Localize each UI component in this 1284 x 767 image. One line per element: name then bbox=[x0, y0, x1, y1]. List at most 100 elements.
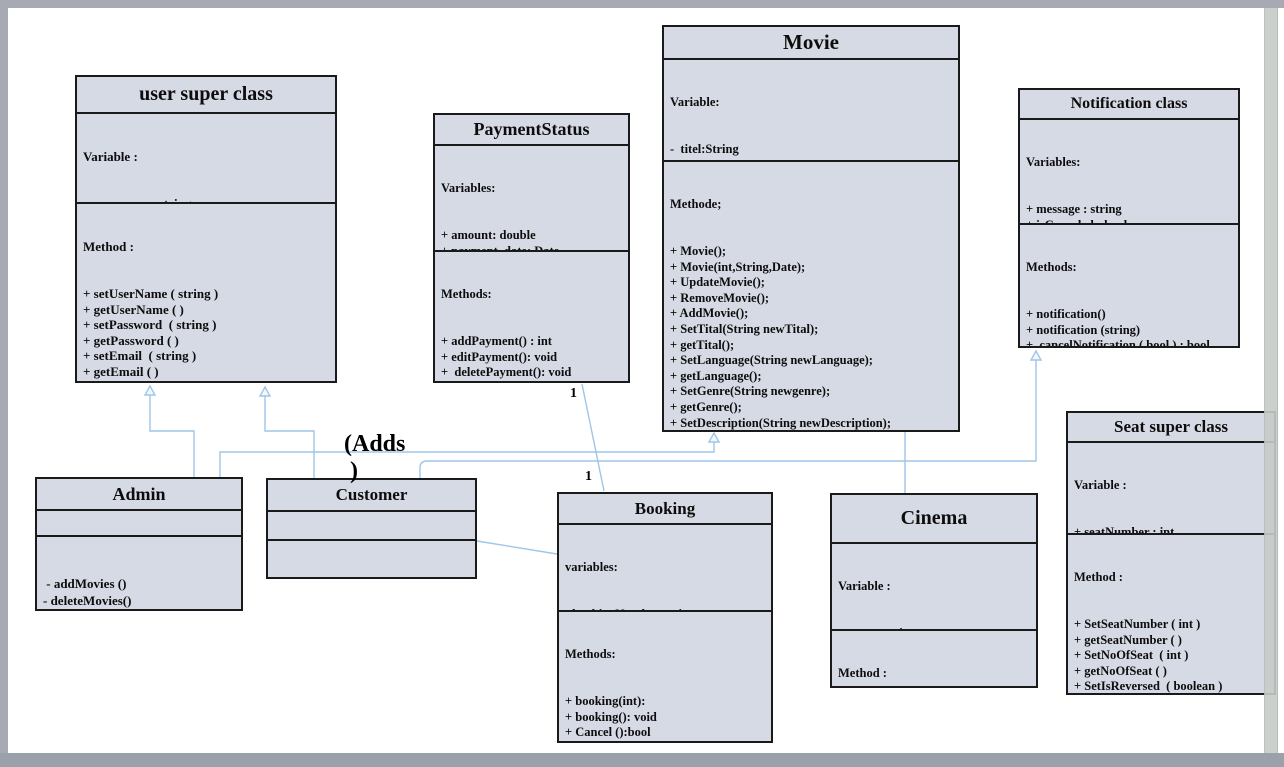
inheritance-arrow-icon bbox=[258, 385, 272, 397]
class-box-cinema[interactable]: Cinema Variable : + name: string+ totalC… bbox=[830, 493, 1038, 688]
member-row: + Movie(int,String,Date); bbox=[670, 259, 806, 274]
member-row: + seatNumber : int bbox=[1074, 524, 1175, 533]
methods-section: +booking() bbox=[268, 539, 475, 577]
methods-section: Methods: + notification()+ notification … bbox=[1020, 223, 1238, 346]
member-row: + getPassword ( ) bbox=[83, 332, 179, 348]
vertical-scrollbar[interactable] bbox=[1264, 8, 1278, 753]
class-box-movie[interactable]: Movie Variable: - titel:String- language… bbox=[662, 25, 960, 432]
arrow-icon bbox=[1029, 349, 1043, 361]
member-row: + AddMovie(); bbox=[670, 306, 749, 321]
methods-section: Method : bbox=[832, 629, 1036, 686]
association-admin-adds-movie[interactable] bbox=[219, 431, 721, 477]
member-row: + SetTital(String newTital); bbox=[670, 321, 819, 336]
member-row: - username : string bbox=[83, 196, 329, 202]
class-title: Booking bbox=[559, 494, 771, 525]
member-row: + notification() bbox=[1026, 306, 1106, 321]
connector-line bbox=[149, 395, 195, 477]
member-row: + booking(): void bbox=[565, 709, 657, 724]
member-row: + notification (string) bbox=[1026, 322, 1141, 337]
member-row: + SetNoOfSeat ( int ) bbox=[1074, 648, 1189, 663]
member-row: + editPayment(): void bbox=[441, 349, 558, 364]
class-box-user-super-class[interactable]: user super class Variable : - username :… bbox=[75, 75, 337, 383]
member-row: + payment_date: Date bbox=[441, 244, 622, 250]
adds-label-line2: ) bbox=[350, 458, 358, 484]
inheritance-customer-to-user-super-class[interactable] bbox=[258, 385, 315, 478]
member-row: + getGenre(); bbox=[670, 399, 742, 414]
connector-line bbox=[581, 383, 605, 492]
member-row: - titel:String bbox=[670, 141, 739, 156]
class-title: Admin bbox=[37, 479, 241, 511]
member-row: + RemoveMovie(); bbox=[670, 290, 770, 305]
member-row: + cancelNotification ( bool ) : bool bbox=[1026, 338, 1210, 346]
class-box-seat-super-class[interactable]: Seat super class Variable : + seatNumber… bbox=[1066, 411, 1276, 695]
methods-section: Method : + SetSeatNumber ( int )+ getSea… bbox=[1068, 533, 1274, 693]
class-box-customer[interactable]: Customer +booking() bbox=[266, 478, 477, 579]
member-row: + Cancel ():bool bbox=[565, 725, 651, 740]
section-header: Variable: bbox=[670, 95, 720, 110]
member-row: + Movie(); bbox=[670, 243, 727, 258]
class-title: Seat super class bbox=[1068, 413, 1274, 443]
member-row: - addMovies () bbox=[43, 576, 127, 591]
member-row: + SetDescription(String newDescription); bbox=[670, 415, 891, 430]
member-row: + name: string bbox=[838, 626, 1030, 629]
member-row: + UpdateMovie(); bbox=[670, 275, 765, 290]
member-row: + getLanguage(); bbox=[670, 368, 762, 383]
class-title: Movie bbox=[664, 27, 958, 60]
member-row: + getTital(); bbox=[670, 337, 735, 352]
member-row: + getNoOfSeat ( ) bbox=[1074, 663, 1167, 678]
member-row: + SetIsReversed ( boolean ) bbox=[1074, 679, 1223, 693]
section-header: Method : bbox=[83, 239, 134, 255]
member-row: + SetSeatNumber ( int ) bbox=[1074, 616, 1201, 631]
methods-section: Methode; + Movie();+ Movie(int,String,Da… bbox=[664, 160, 958, 430]
class-box-notification[interactable]: Notification class Variables: + message … bbox=[1018, 88, 1240, 348]
section-header: Variables: bbox=[1026, 155, 1081, 170]
section-header: Methods: bbox=[565, 647, 616, 662]
member-row: + SetLanguage(String newLanguage); bbox=[670, 353, 873, 368]
member-row: - bookingNumber:string bbox=[565, 607, 765, 610]
member-row: + setPhoneNumber ( int ) bbox=[83, 380, 329, 381]
section-header: Methode; bbox=[670, 197, 722, 212]
attributes-section: variables: - bookingNumber:string+ numbe… bbox=[559, 525, 771, 610]
member-row: + setEmail ( string ) bbox=[83, 348, 197, 364]
inheritance-admin-to-user-super-class[interactable] bbox=[143, 384, 195, 477]
member-row: + message : string bbox=[1026, 201, 1122, 216]
section-header: Variable : bbox=[838, 579, 891, 594]
arrow-icon bbox=[707, 431, 721, 443]
connector-line bbox=[219, 442, 715, 477]
attributes-section bbox=[268, 512, 475, 539]
section-header: Variable : bbox=[1074, 478, 1127, 493]
section-header: Method : bbox=[838, 666, 887, 681]
member-row: + addPayment() : int bbox=[441, 333, 552, 348]
attributes-section: Variable: - titel:String- language:Strin… bbox=[664, 60, 958, 160]
class-box-admin[interactable]: Admin - addMovies ()- deleteMovies()- up… bbox=[35, 477, 243, 611]
connector-line bbox=[419, 360, 1037, 478]
section-header: Method : bbox=[1074, 570, 1123, 585]
multiplicity-label-paymentstatus: 1 bbox=[570, 386, 577, 401]
class-box-booking[interactable]: Booking variables: - bookingNumber:strin… bbox=[557, 492, 773, 743]
association-paymentstatus-to-booking[interactable] bbox=[581, 383, 605, 492]
methods-section: Method : + setUserName ( string )+ getUs… bbox=[77, 202, 335, 381]
attributes-section: Variable : + name: string+ totalCinemaHa… bbox=[832, 544, 1036, 629]
section-header: Methods: bbox=[1026, 260, 1077, 275]
member-row: - deleteMovies() bbox=[43, 593, 132, 608]
window-border-bottom bbox=[0, 753, 1284, 767]
member-row: + deletePayment(): void bbox=[441, 365, 572, 380]
attributes-section bbox=[37, 511, 241, 535]
association-customer-to-booking[interactable] bbox=[476, 540, 558, 555]
connector-line bbox=[264, 396, 315, 478]
adds-label-line1: (Adds bbox=[344, 431, 406, 457]
member-row: + setPassword ( string ) bbox=[83, 317, 217, 333]
section-header: Variables: bbox=[441, 181, 496, 196]
class-title: Customer bbox=[268, 480, 475, 512]
member-row: + getSeatNumber ( ) bbox=[1074, 632, 1182, 647]
attributes-section: Variables: + amount: double+ payment_dat… bbox=[435, 146, 628, 250]
adds-association-label: (Adds ) bbox=[344, 431, 405, 485]
class-box-paymentstatus[interactable]: PaymentStatus Variables: + amount: doubl… bbox=[433, 113, 630, 383]
member-row: + isCanceled : bool bbox=[1026, 218, 1232, 223]
multiplicity-label-booking: 1 bbox=[585, 469, 592, 484]
connector-line bbox=[476, 540, 558, 555]
section-header: variables: bbox=[565, 560, 618, 575]
attributes-section: Variable : - username : string- password… bbox=[77, 114, 335, 202]
class-title: PaymentStatus bbox=[435, 115, 628, 146]
